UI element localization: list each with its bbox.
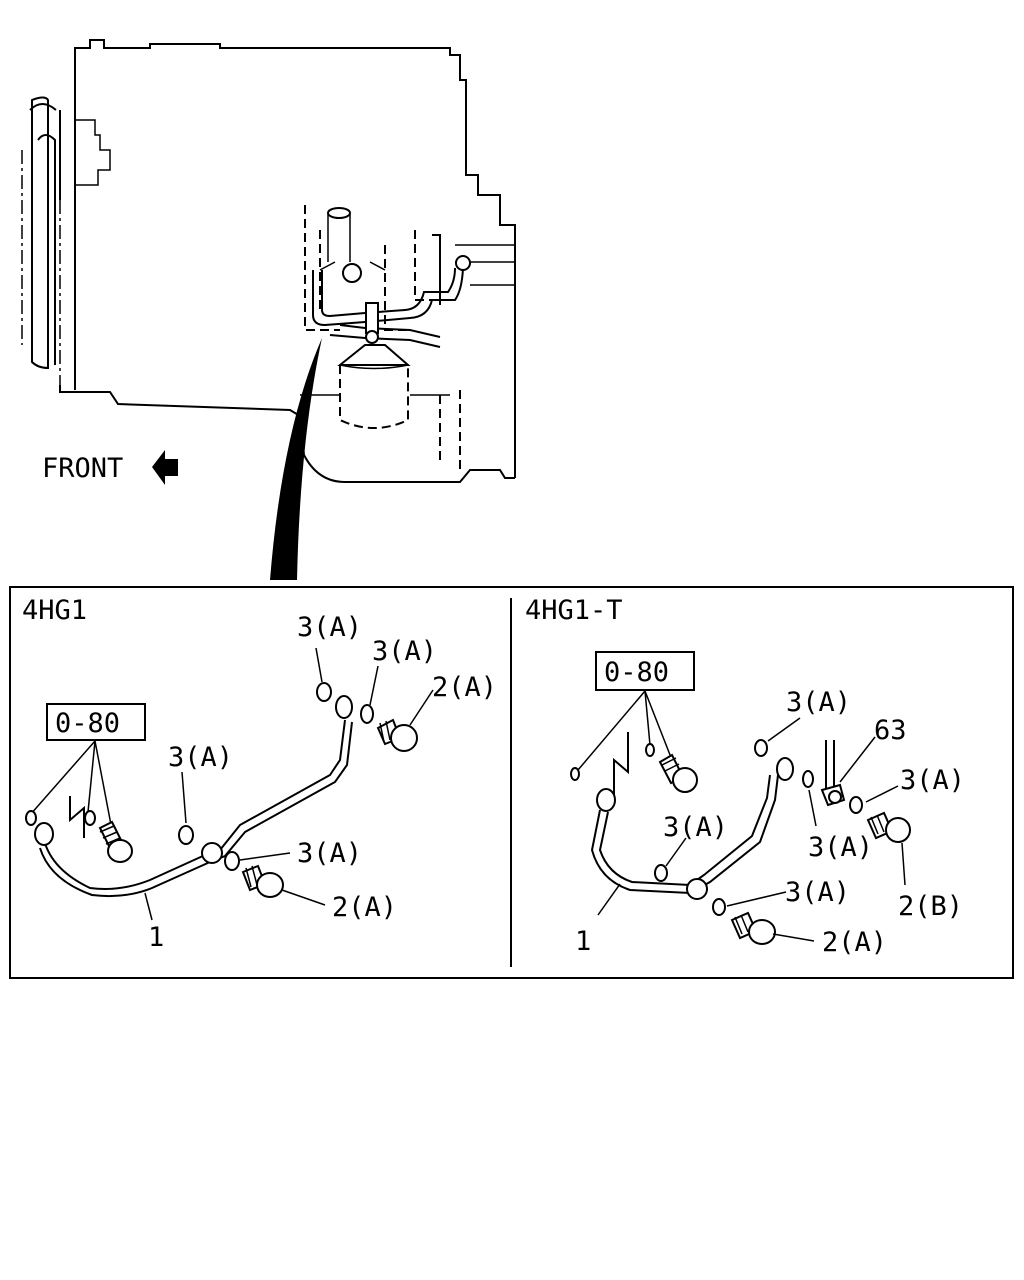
callout-3a: 3(A)	[808, 832, 873, 863]
front-arrow-icon	[152, 450, 178, 485]
callout-3a: 3(A)	[900, 765, 965, 796]
torque-box	[595, 651, 695, 691]
callout-1: 1	[575, 926, 591, 957]
torque-value: 0-80	[55, 708, 120, 739]
callout-3a: 3(A)	[297, 838, 362, 869]
callout-3a: 3(A)	[297, 612, 362, 643]
callout-3a: 3(A)	[663, 812, 728, 843]
callout-3a: 3(A)	[168, 742, 233, 773]
callout-3a: 3(A)	[785, 877, 850, 908]
variant-title: 4HG1	[22, 595, 87, 626]
callout-2a: 2(A)	[432, 672, 497, 703]
callout-2a: 2(A)	[822, 927, 887, 958]
variant-title: 4HG1-T	[525, 595, 623, 626]
callout-1: 1	[148, 922, 164, 953]
callout-2b: 2(B)	[898, 891, 963, 922]
callout-63: 63	[874, 715, 907, 746]
front-label: FRONT	[42, 453, 123, 484]
callout-3a: 3(A)	[372, 636, 437, 667]
torque-box	[46, 703, 146, 741]
panel-4hg1: 4HG1 0-80	[22, 595, 497, 953]
detail-box	[9, 586, 1014, 979]
detail-pointer	[270, 338, 322, 580]
callout-2a: 2(A)	[332, 892, 397, 923]
radiator-hose	[21, 96, 61, 370]
callout-3a: 3(A)	[786, 687, 851, 718]
engine-outline	[59, 39, 516, 483]
torque-value: 0-80	[604, 657, 669, 688]
panel-4hg1-t: 4HG1-T 0-80	[525, 595, 965, 958]
